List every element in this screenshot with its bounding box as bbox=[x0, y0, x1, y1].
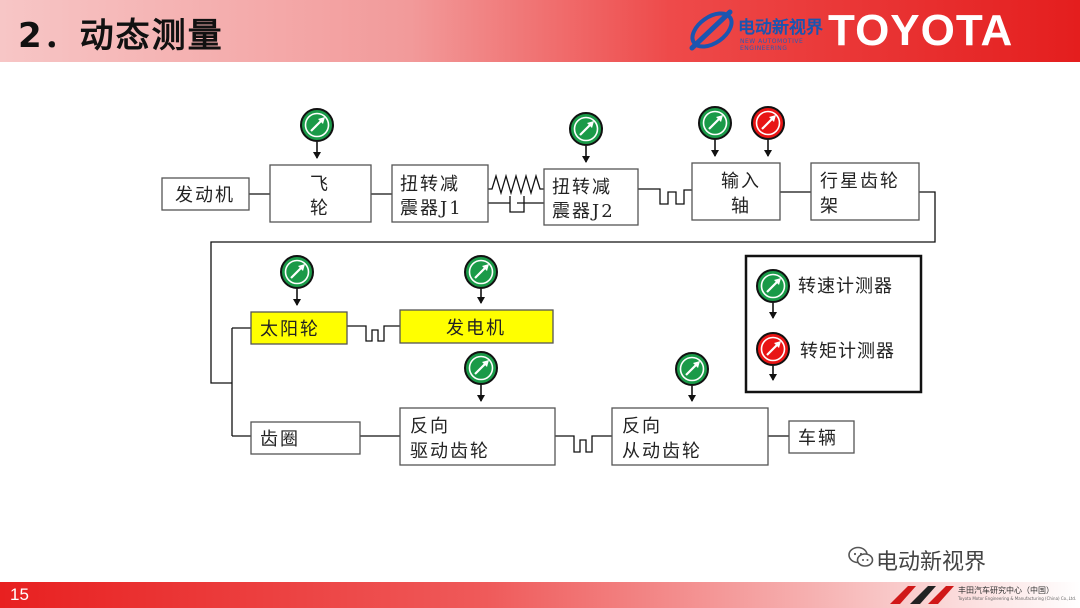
svg-text:行星齿轮: 行星齿轮 bbox=[820, 171, 900, 192]
header-bar bbox=[0, 0, 1080, 62]
box-input-shaft: 输入 轴 bbox=[691, 162, 781, 221]
speed-sensor-reverse-driven-gear bbox=[674, 351, 710, 402]
torque-sensor-input-shaft bbox=[750, 105, 786, 157]
svg-text:震器J1: 震器J1 bbox=[400, 198, 463, 219]
svg-text:输入: 输入 bbox=[721, 171, 761, 192]
brand-logo-text: TOYOTA bbox=[828, 6, 1014, 55]
box-reverse-drive-gear: 反向 驱动齿轮 bbox=[399, 407, 556, 466]
svg-text:扭转减: 扭转减 bbox=[400, 174, 460, 195]
media-logo-icon bbox=[689, 9, 734, 51]
box-ring-gear: 齿圈 bbox=[250, 421, 361, 455]
speed-sensor-generator bbox=[463, 254, 499, 304]
svg-text:车辆: 车辆 bbox=[798, 428, 838, 449]
svg-text:反向: 反向 bbox=[410, 416, 450, 437]
media-logo: 电动新视界 NEW AUTOMOTIVE ENGINEERING bbox=[686, 4, 836, 56]
speed-gauge-icon bbox=[568, 111, 604, 147]
legend-speed: 转速计测器 bbox=[755, 268, 893, 319]
svg-text:驱动齿轮: 驱动齿轮 bbox=[410, 441, 490, 462]
legend: 转速计测器 转矩计测器 bbox=[744, 254, 923, 394]
speed-gauge-icon bbox=[674, 351, 710, 387]
footer-org-name: 丰田汽车研究中心（中国） bbox=[958, 586, 1054, 595]
svg-text:轴: 轴 bbox=[731, 196, 751, 217]
svg-text:轮: 轮 bbox=[310, 198, 330, 219]
box-planet-carrier: 行星齿轮 架 bbox=[810, 162, 920, 221]
box-flywheel: 飞 轮 bbox=[269, 164, 372, 223]
speed-gauge-icon bbox=[697, 105, 733, 141]
speed-gauge-icon bbox=[279, 254, 315, 290]
svg-text:反向: 反向 bbox=[622, 416, 662, 437]
speed-sensor-flywheel bbox=[299, 107, 335, 159]
media-logo-text: 电动新视界 bbox=[738, 18, 823, 38]
torque-gauge-icon bbox=[755, 331, 791, 367]
legend-torque: 转矩计测器 bbox=[755, 331, 895, 381]
box-damper-j1: 扭转减 震器J1 bbox=[391, 164, 489, 223]
svg-text:太阳轮: 太阳轮 bbox=[260, 319, 320, 340]
speed-sensor-sun-gear bbox=[279, 254, 315, 306]
box-sun-gear: 太阳轮 bbox=[250, 311, 348, 345]
box-damper-j2: 扭转减 震器J2 bbox=[543, 168, 639, 226]
torque-gauge-icon bbox=[750, 105, 786, 141]
svg-text:架: 架 bbox=[820, 196, 840, 217]
box-reverse-driven-gear: 反向 从动齿轮 bbox=[611, 407, 769, 466]
legend-speed-label: 转速计测器 bbox=[798, 276, 893, 297]
tmec-logo-icon bbox=[890, 586, 954, 604]
watermark-text: 电动新视界 bbox=[876, 550, 987, 575]
speed-sensor-reverse-drive-gear bbox=[463, 350, 499, 402]
svg-text:齿圈: 齿圈 bbox=[260, 429, 300, 450]
box-generator: 发电机 bbox=[399, 309, 554, 344]
svg-text:扭转减: 扭转减 bbox=[552, 177, 612, 198]
svg-text:发电机: 发电机 bbox=[446, 318, 506, 339]
connection-lines bbox=[210, 173, 936, 453]
speed-sensor-input-shaft bbox=[697, 105, 733, 157]
media-logo-subtext: NEW AUTOMOTIVE ENGINEERING bbox=[740, 38, 804, 52]
box-vehicle: 车辆 bbox=[788, 420, 855, 454]
speed-gauge-icon bbox=[299, 107, 335, 143]
page-title: 2．动态测量 bbox=[18, 16, 224, 56]
speed-gauge-icon bbox=[755, 268, 791, 304]
speed-sensor-damper-j2 bbox=[568, 111, 604, 163]
svg-text:飞: 飞 bbox=[310, 174, 330, 195]
footer-org-name-en: Toyota Motor Engineering & Manufacturing… bbox=[958, 596, 1077, 601]
svg-text:从动齿轮: 从动齿轮 bbox=[622, 441, 702, 462]
speed-gauge-icon bbox=[463, 254, 499, 290]
svg-text:发动机: 发动机 bbox=[175, 185, 235, 206]
page-number: 15 bbox=[10, 585, 29, 604]
box-engine: 发动机 bbox=[161, 177, 250, 211]
speed-gauge-icon bbox=[463, 350, 499, 386]
legend-torque-label: 转矩计测器 bbox=[800, 341, 895, 362]
wechat-icon bbox=[848, 546, 874, 567]
svg-text:震器J2: 震器J2 bbox=[552, 201, 615, 222]
